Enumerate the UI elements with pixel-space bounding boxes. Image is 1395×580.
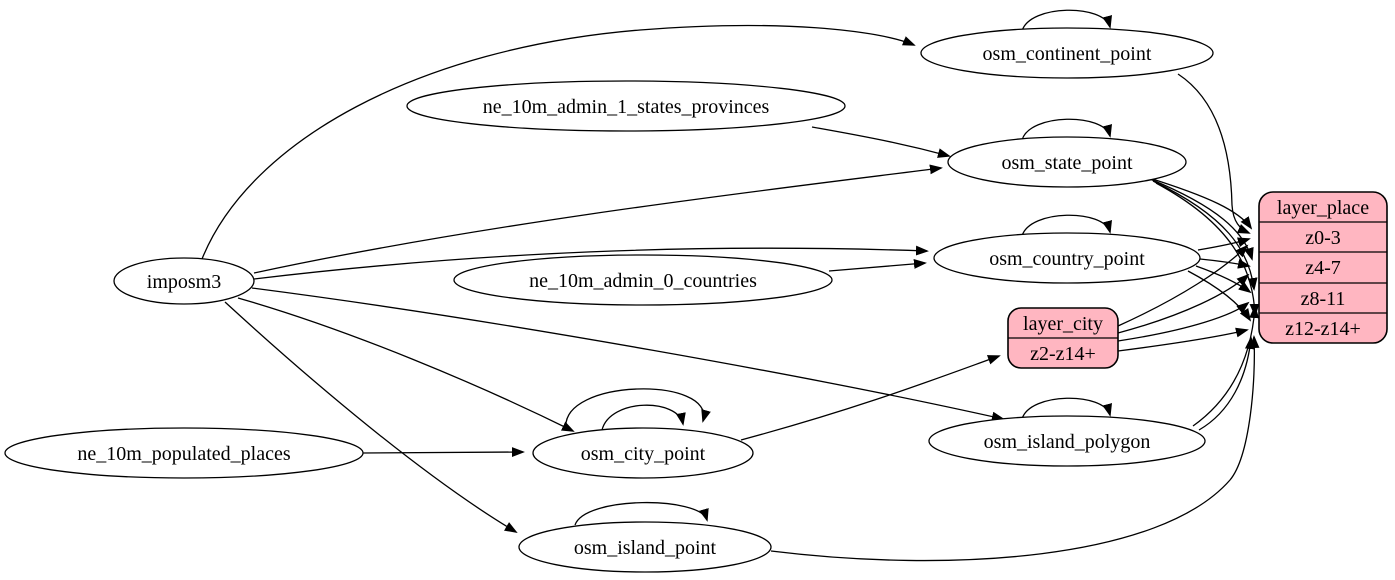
record-row-z12-z14: z12-z14+	[1285, 318, 1361, 340]
edge-layer_city-layer_place-z0-3	[1117, 244, 1249, 327]
edge-osm_island_polygon-layer_place-z12-z14	[1198, 336, 1255, 431]
record-title: layer_city	[1023, 313, 1103, 335]
node-osm_city_point: osm_city_point	[532, 427, 754, 479]
self-loop-osm_city_point-outer	[565, 388, 711, 430]
node-osm_island_point: osm_island_point	[518, 521, 772, 573]
edge-osm_city_point-layer_city-z2	[740, 355, 1001, 441]
node-label: osm_state_point	[1001, 152, 1133, 174]
edge-layer_city-layer_place-z12-z14	[1117, 327, 1249, 352]
edge-layer_city-layer_place-z4-7	[1117, 273, 1250, 334]
node-label: ne_10m_populated_places	[77, 443, 290, 465]
node-label: ne_10m_admin_0_countries	[529, 270, 757, 292]
edge-imposm3-osm_country_point	[253, 245, 929, 280]
edge-imposm3-osm_island_point	[224, 301, 518, 533]
node-osm_island_polygon: osm_island_polygon	[928, 415, 1206, 467]
node-label: imposm3	[147, 271, 221, 293]
record-row-z8-11: z8-11	[1301, 288, 1346, 310]
edge-osm_island_point-layer_place-z12-z14	[770, 335, 1260, 562]
edge-osm_island_polygon-layer_place-z8-11	[1192, 305, 1260, 427]
node-label: osm_city_point	[581, 443, 706, 465]
node-label: osm_island_polygon	[984, 431, 1151, 453]
edge-osm_state_point-layer_place-z0-3	[1145, 176, 1253, 230]
self-loop-osm_state_point	[1021, 118, 1112, 141]
edge-layer_city-layer_place-z8-11	[1117, 301, 1250, 342]
node-label: osm_continent_point	[983, 43, 1152, 65]
edge-osm_country_point-layer_place-z4-7	[1199, 258, 1251, 269]
self-loop-osm_island_polygon	[1021, 397, 1112, 420]
node-osm_country_point: osm_country_point	[933, 232, 1201, 284]
edge-osm_state_point-layer_place-z4-7	[1149, 178, 1254, 261]
edge-osm_country_point-layer_place-z12-z14	[1187, 270, 1252, 322]
edge-imposm3-osm_island_polygon	[251, 287, 1005, 422]
edge-ne_10m_admin_0_countries-osm_country_point	[828, 258, 927, 272]
edge-osm_country_point-layer_place-z8-11	[1195, 265, 1252, 294]
edge-osm_continent_point-layer_place-z0-3	[1177, 73, 1251, 234]
edge-layer	[201, 9, 1260, 562]
node-osm_state_point: osm_state_point	[947, 136, 1187, 188]
self-loop-osm_city_point-inner	[601, 404, 686, 431]
node-imposm3: imposm3	[113, 257, 255, 305]
edge-imposm3-osm_state_point	[253, 164, 943, 274]
record-row-z2-z14: z2-z14+	[1030, 343, 1096, 365]
self-loop-osm_continent_point	[1021, 9, 1112, 32]
node-label: osm_island_point	[574, 537, 717, 559]
node-label: ne_10m_admin_1_states_provinces	[483, 96, 770, 118]
record-layer_city: layer_city z2-z14+	[1007, 307, 1119, 369]
edge-ne_10m_populated_places-osm_city_point	[362, 447, 525, 458]
self-loop-osm_country_point	[1021, 214, 1112, 237]
record-row-z0-3: z0-3	[1305, 227, 1341, 249]
node-ne_10m_admin_1_states_provinces: ne_10m_admin_1_states_provinces	[406, 80, 846, 132]
node-osm_continent_point: osm_continent_point	[920, 27, 1214, 79]
edge-osm_state_point-layer_place-z12-z14	[1155, 182, 1260, 317]
edge-osm_state_point-layer_place-z8-11	[1152, 180, 1258, 291]
node-ne_10m_admin_0_countries: ne_10m_admin_0_countries	[453, 254, 833, 306]
self-loop-osm_island_point	[574, 501, 709, 526]
edge-osm_country_point-layer_place-z0-3	[1197, 237, 1251, 251]
edge-ne_10m_admin_1_states_provinces-osm_state_point	[811, 126, 951, 158]
node-label: osm_country_point	[989, 248, 1145, 270]
record-row-z4-7: z4-7	[1305, 257, 1341, 279]
record-layer_place: layer_place z0-3 z4-7 z8-11 z12-z14+	[1258, 191, 1388, 344]
edge-imposm3-osm_city_point	[237, 297, 575, 432]
record-title: layer_place	[1277, 197, 1369, 219]
node-ne_10m_populated_places: ne_10m_populated_places	[4, 427, 364, 479]
edge-imposm3-osm_continent_point	[201, 24, 916, 260]
